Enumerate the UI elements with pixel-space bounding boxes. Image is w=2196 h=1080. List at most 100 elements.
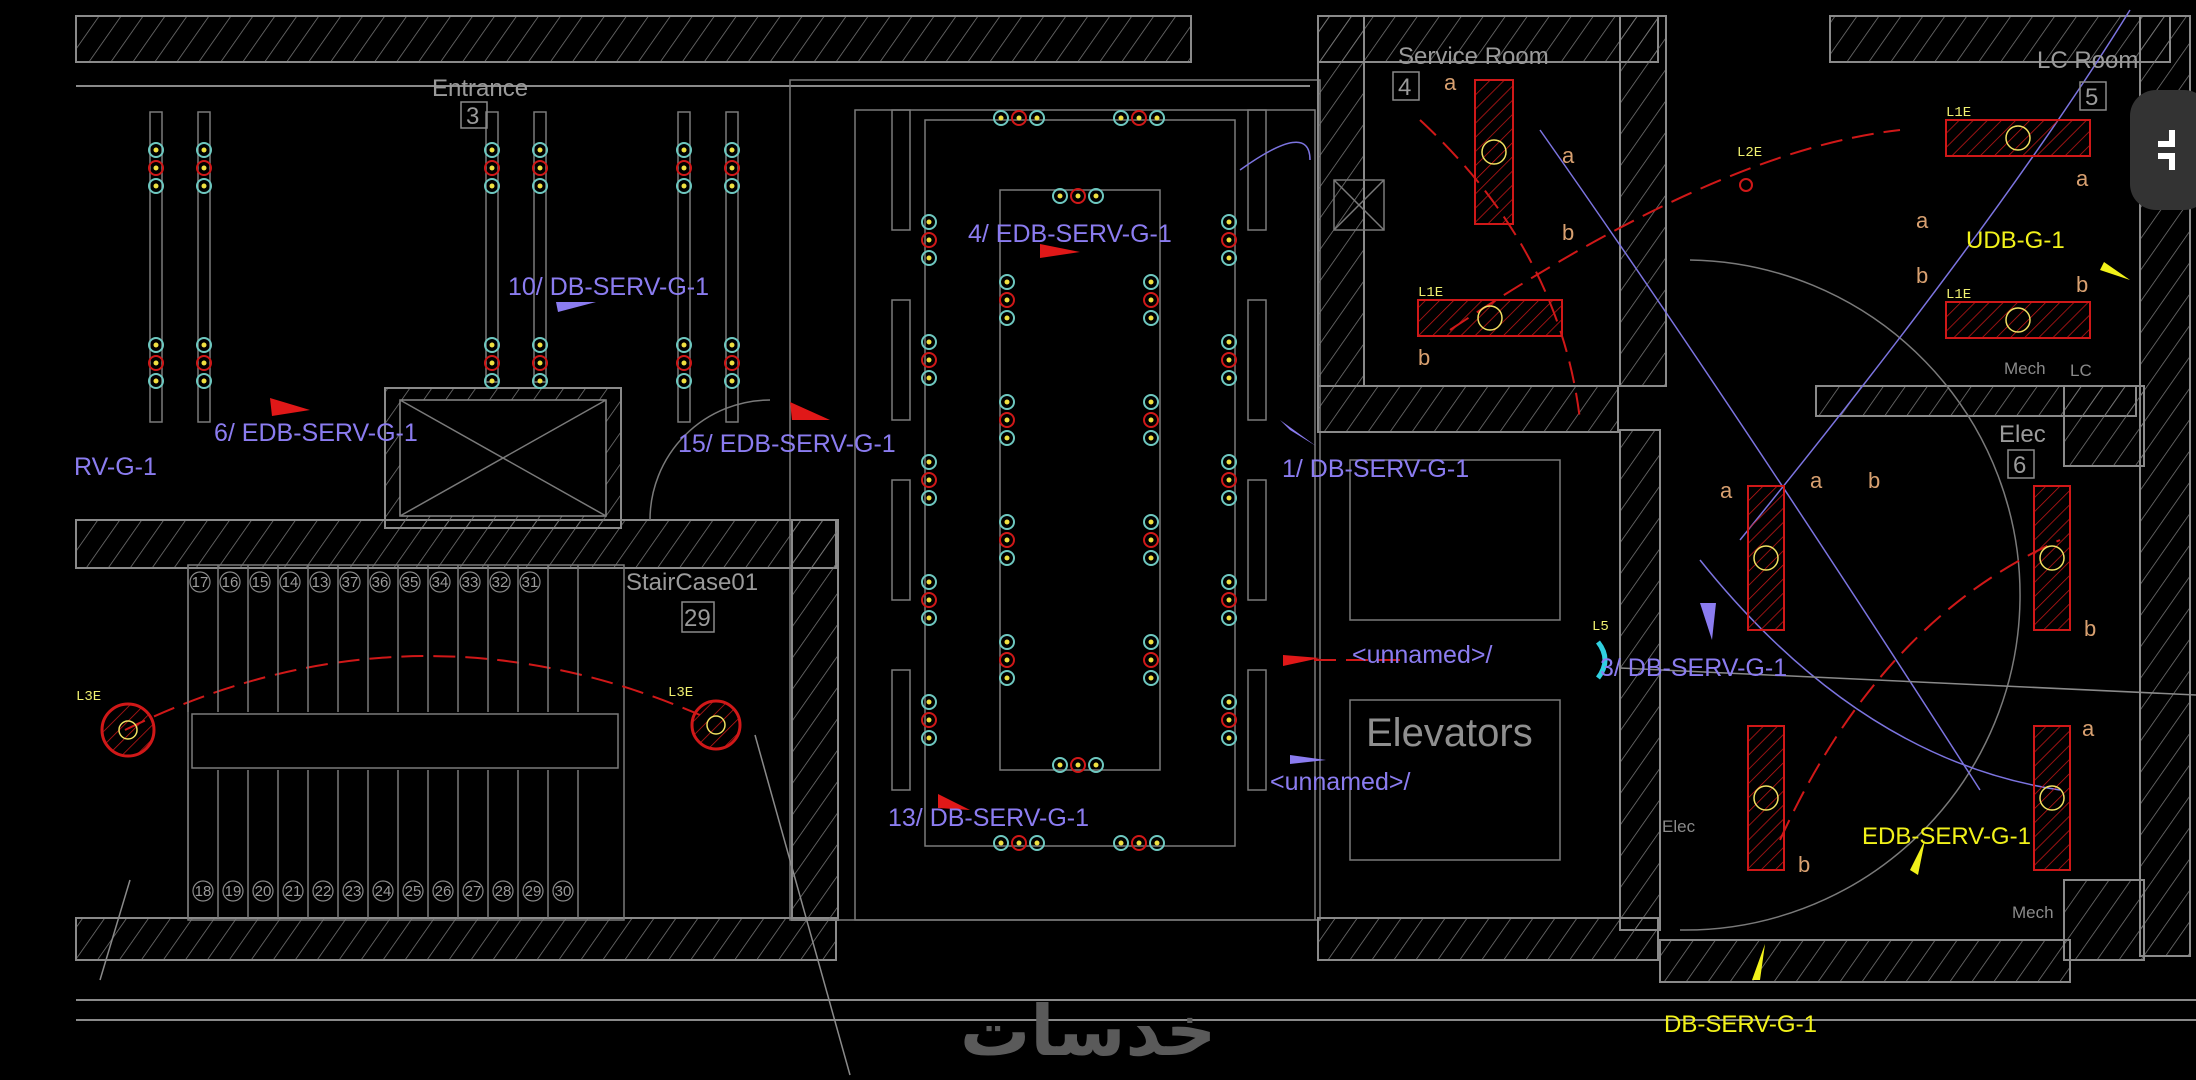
downlight — [1149, 835, 1165, 851]
stair-number: 31 — [522, 574, 539, 591]
downlight-emergency — [999, 412, 1015, 428]
stair-number: 37 — [342, 574, 359, 591]
room-label-elec: Elec — [1999, 421, 2046, 448]
switch-leg-a: a — [1562, 143, 1575, 168]
room-labels: Entrance 3 Service Room 4 LC Room 5 Elec… — [432, 43, 2138, 922]
stair-number-circle — [459, 571, 481, 593]
stair-number: 28 — [495, 883, 512, 900]
wire-stair-lights — [124, 655, 701, 731]
arrow-unnamed-1 — [1283, 655, 1320, 666]
downlight-emergency — [1221, 232, 1237, 248]
downlight-emergency — [1143, 292, 1159, 308]
stair-number-circle — [402, 880, 424, 902]
stair-number-circle — [552, 880, 574, 902]
downlight-emergency — [1131, 110, 1147, 126]
stair-number: 30 — [555, 883, 572, 900]
stair-number: 29 — [525, 883, 542, 900]
circuit-label-6: 6/ EDB-SERV-G-1 — [214, 419, 418, 447]
switch-leg-a: a — [2076, 166, 2089, 191]
exit-fullscreen-button[interactable] — [2130, 90, 2196, 210]
panel-label-udb: UDB-G-1 — [1966, 227, 2065, 254]
downlight — [993, 835, 1009, 851]
arrow-6 — [270, 398, 310, 416]
downlight — [1113, 835, 1129, 851]
downlight — [148, 373, 164, 389]
fixture-l2e-single — [1739, 178, 1753, 192]
switch-legs: a a b b a b a b a a b b a b L1E L1E L1E … — [76, 70, 2096, 877]
downlight — [1143, 310, 1159, 326]
downlight-emergency — [1221, 352, 1237, 368]
switch-leg-a: a — [1720, 478, 1733, 503]
downlight — [921, 574, 937, 590]
downlight — [1113, 110, 1129, 126]
downlight — [484, 373, 500, 389]
stair-number: 19 — [225, 883, 242, 900]
arrow-13 — [938, 794, 970, 810]
downlight-emergency — [921, 352, 937, 368]
stair-number-circle — [189, 571, 211, 593]
stair-number-circle — [249, 571, 271, 593]
wall-service-bottom — [1317, 385, 1619, 433]
circuit-label-unnamed-1: <unnamed>/ — [1352, 641, 1492, 669]
panel-labels: UDB-G-1 EDB-SERV-G-1 DB-SERV-G-1 — [1664, 227, 2065, 1038]
stair-number: 35 — [402, 574, 419, 591]
room-label-staircase: StairCase01 — [626, 569, 758, 596]
stair-number: 33 — [462, 574, 479, 591]
stair-number: 18 — [195, 883, 212, 900]
downlight — [532, 178, 548, 194]
downlight — [1221, 334, 1237, 350]
stair-number-circle — [312, 880, 334, 902]
downlight — [676, 337, 692, 353]
downlight — [1221, 730, 1237, 746]
wall-top-left — [75, 15, 1192, 63]
stair-number: 26 — [435, 883, 452, 900]
downlight — [532, 337, 548, 353]
downlight — [1029, 110, 1045, 126]
downlight-emergency — [484, 355, 500, 371]
circuit-labels: 4/ EDB-SERV-G-1 10/ DB-SERV-G-1 6/ EDB-S… — [74, 220, 1787, 832]
stair-number: 16 — [222, 574, 239, 591]
stair-number-circle — [252, 880, 274, 902]
hall-outline — [789, 79, 1321, 921]
tag-l3e: L3E — [76, 689, 101, 705]
downlight-emergency — [724, 355, 740, 371]
downlight — [1149, 110, 1165, 126]
downlight-emergency — [921, 592, 937, 608]
downlight-emergency — [1011, 110, 1027, 126]
switch-leg-b: b — [1798, 852, 1810, 877]
switch-leg-a: a — [1444, 70, 1457, 95]
stair-number-circle — [219, 571, 241, 593]
downlight-emergency — [921, 712, 937, 728]
downlight — [1221, 214, 1237, 230]
switch-leg-b: b — [2084, 616, 2096, 641]
downlight — [1143, 430, 1159, 446]
downlight-emergency — [196, 355, 212, 371]
downlight — [1221, 574, 1237, 590]
stair-number: 20 — [255, 883, 272, 900]
light-track — [149, 111, 163, 423]
wall-elevator-bottom — [1317, 917, 1659, 961]
downlight — [921, 730, 937, 746]
circuit-label-13: 13/ DB-SERV-G-1 — [888, 804, 1089, 832]
arrow-3 — [1700, 603, 1716, 640]
wall-service-left — [1317, 15, 1365, 387]
room-label-mech-1: Mech — [2004, 359, 2046, 378]
switch-leg-b: b — [2076, 272, 2088, 297]
arrow-10 — [556, 302, 596, 312]
downlight — [724, 178, 740, 194]
stair-number-circle — [369, 571, 391, 593]
stair-number-circle — [222, 880, 244, 902]
downlight — [999, 550, 1015, 566]
circuit-label-10: 10/ DB-SERV-G-1 — [508, 273, 709, 301]
downlight — [1143, 274, 1159, 290]
circuit-label-unnamed-2: <unnamed>/ — [1270, 768, 1410, 796]
downlight — [1143, 634, 1159, 650]
hall-inner — [854, 109, 1316, 921]
downlight-emergency — [1221, 712, 1237, 728]
downlight-emergency — [676, 355, 692, 371]
fixture-l5 — [1595, 640, 1608, 680]
downlight — [724, 337, 740, 353]
downlight — [999, 310, 1015, 326]
downlight-emergency — [1221, 472, 1237, 488]
